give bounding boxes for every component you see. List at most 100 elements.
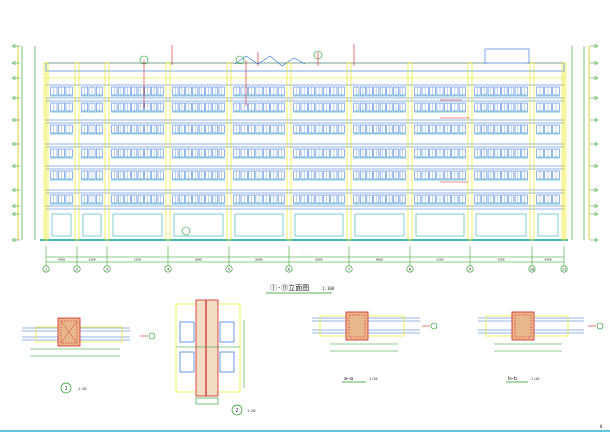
level-mark [594, 141, 599, 147]
right-level-marks [590, 43, 599, 243]
pilaster [286, 62, 292, 241]
axis-label: 6 [288, 266, 291, 271]
axis-label: 9 [469, 266, 472, 271]
level-mark [11, 95, 16, 101]
ground-opening [82, 213, 102, 237]
axis-label: 2 [76, 266, 78, 271]
axis-label: 11 [562, 266, 567, 271]
building-facade [40, 46, 568, 241]
bay-dimension: 3300 [497, 258, 504, 262]
bay-dimension: 3300 [88, 258, 95, 262]
left-level-column [17, 46, 36, 240]
right-level-column [571, 46, 590, 240]
axis-bubble [42, 265, 50, 273]
detail-a-a: a—a 1:20 [312, 311, 438, 383]
main-title: ①-⑪立面图 [270, 283, 309, 292]
axis-label: 5 [228, 266, 230, 271]
level-mark [11, 163, 16, 169]
level-mark [11, 43, 16, 49]
detail-b-label: b—b [508, 376, 517, 382]
total-dimension: 58200 [300, 252, 311, 256]
axis-label: 10 [530, 266, 535, 271]
main-title-scale: 1:100 [322, 286, 335, 291]
ground-opening [537, 213, 559, 237]
level-mark [11, 187, 16, 193]
floor-bands [46, 97, 564, 210]
level-mark [11, 117, 16, 123]
pilaster [407, 62, 413, 241]
detail-1-label: 1 [64, 386, 67, 392]
detail-a-scale: 1:20 [369, 377, 377, 381]
ground-opening [415, 213, 465, 237]
detail-2-scale: 1:20 [247, 409, 255, 413]
level-mark [594, 237, 599, 243]
page-mark: 8 [600, 424, 603, 429]
dimension-lines [46, 256, 564, 263]
axis-bubble [103, 265, 111, 273]
pilaster-strips [43, 62, 567, 241]
detail-1: 1 1:20 [22, 317, 156, 394]
pilaster [104, 62, 110, 241]
axis-label: 1 [45, 266, 48, 271]
main-title-block: ①-⑪立面图 1:100 [266, 283, 335, 294]
level-mark [594, 203, 599, 209]
level-mark [594, 211, 599, 217]
level-mark [11, 60, 16, 66]
bay-dimension: 6000 [315, 258, 322, 262]
level-mark [11, 211, 16, 217]
axis-bubble [225, 265, 233, 273]
detail-b-b: b—b 1:20 [478, 311, 604, 383]
callout-lines [139, 44, 470, 236]
pilaster [74, 62, 80, 241]
axis-bubble [285, 265, 293, 273]
pilaster [226, 62, 232, 241]
window-grid [50, 86, 560, 237]
level-mark [11, 75, 16, 81]
level-mark [594, 163, 599, 169]
axis-bubble [345, 265, 353, 273]
bay-dimension: 6000 [255, 258, 262, 262]
left-level-marks [11, 43, 20, 243]
bay-dimension: 5100 [134, 258, 141, 262]
level-mark [594, 60, 599, 66]
axis-grid: 1 2 3 4 5 6 7 8 9 10 11 4200 3300 5100 6000 6000 6000 600… [42, 246, 568, 273]
ground-opening [51, 213, 72, 237]
axis-bubble [164, 265, 172, 273]
axis-bubble [528, 265, 536, 273]
detail-2-label: 2 [235, 408, 238, 414]
ground-opening [475, 213, 527, 237]
axis-label: 8 [409, 266, 412, 271]
axis-label: 7 [348, 266, 350, 271]
bay-dimension: 4200 [58, 258, 65, 262]
axis-bubble [406, 265, 414, 273]
detail-1-scale: 1:20 [78, 387, 86, 391]
pilaster [165, 62, 171, 241]
level-mark [11, 141, 16, 147]
pilaster [561, 62, 567, 241]
level-mark [594, 187, 599, 193]
axis-bubble [73, 265, 81, 273]
level-mark [11, 203, 16, 209]
axis-bubble [466, 265, 474, 273]
bay-dimension: 4200 [544, 258, 551, 262]
pilaster [43, 62, 49, 241]
pilaster [346, 62, 352, 241]
ground-opening [173, 213, 224, 237]
ground-opening [112, 213, 163, 237]
axis-bubble [560, 265, 568, 273]
axis-label: 3 [106, 266, 108, 271]
level-mark [594, 43, 599, 49]
ground-opening [234, 213, 284, 237]
level-mark [594, 95, 599, 101]
pilaster [529, 62, 535, 241]
axis-label: 4 [167, 266, 170, 271]
bay-dimension: 6000 [376, 258, 383, 262]
ground-opening [294, 213, 344, 237]
pilaster [467, 62, 473, 241]
ground-opening [354, 213, 405, 237]
detail-b-scale: 1:20 [531, 377, 539, 381]
detail-2: 2 1:20 [175, 299, 255, 416]
level-mark [594, 75, 599, 81]
bay-dimension: 6000 [195, 258, 202, 262]
